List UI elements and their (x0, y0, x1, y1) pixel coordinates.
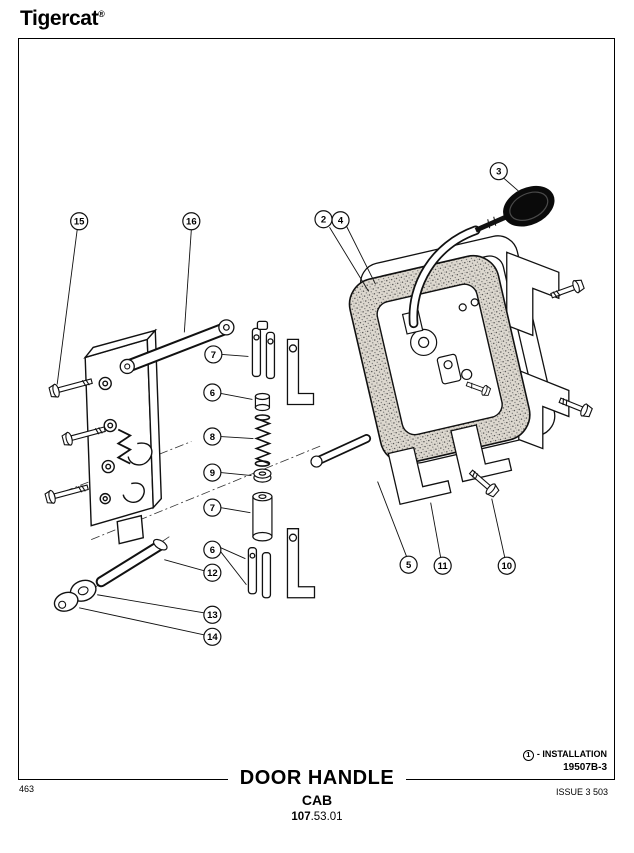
svg-text:11: 11 (438, 561, 449, 572)
callout-14: 14 (79, 607, 222, 646)
latch-lever (119, 319, 235, 375)
cylinder-7b (252, 491, 273, 542)
clips-6b (247, 547, 272, 599)
callout-5: 5 (377, 481, 418, 574)
svg-text:15: 15 (74, 217, 85, 228)
mount-bracket-lower-right (518, 369, 570, 450)
screw-15a (48, 378, 93, 398)
bracket-upper-stack (286, 338, 315, 406)
bolt-lower-right (558, 397, 593, 418)
svg-text:13: 13 (207, 610, 218, 621)
bolt-foot (468, 469, 500, 498)
figure-subtitle: CAB (301, 792, 333, 808)
bolt-upper-right (550, 279, 585, 299)
callout-15: 15 (56, 212, 89, 385)
brand-logo: Tigercat® (20, 7, 105, 31)
latch-mechanism-inner (410, 298, 479, 385)
spring-8 (254, 414, 272, 467)
callouts: 15 16 2 4 (56, 162, 521, 646)
callout-12: 12 (164, 559, 222, 582)
svg-text:4: 4 (338, 216, 344, 227)
callout-9: 9 (203, 463, 252, 482)
callout-3: 3 (489, 162, 521, 193)
exploded-parts-diagram: 15 16 2 4 (44, 162, 593, 646)
callout-10: 10 (491, 498, 516, 575)
figure-title-wrap: DOOR HANDLE (0, 767, 634, 790)
rod-assembly (53, 538, 168, 612)
screw-15b (61, 426, 106, 446)
svg-text:9: 9 (210, 468, 215, 479)
svg-text:6: 6 (210, 388, 215, 399)
section-number-bold: 107 (291, 811, 311, 823)
legend-label: - INSTALLATION (536, 749, 607, 760)
callout-6b: 6 (203, 540, 247, 586)
callout-7a: 7 (204, 345, 249, 364)
callout-11: 11 (430, 502, 452, 575)
issue-label: ISSUE 3 503 (555, 787, 608, 797)
legend-part-number: 19507B-3 (563, 762, 607, 773)
callout-6a: 6 (203, 383, 253, 402)
svg-text:14: 14 (207, 632, 218, 643)
washer-9 (253, 468, 272, 483)
svg-text:8: 8 (210, 432, 215, 443)
section-number-rest: .53.01 (310, 811, 343, 823)
mount-feet (387, 424, 513, 506)
section-number: 107.53.01 (0, 811, 634, 823)
callout-7b: 7 (203, 498, 251, 517)
handle-knob (503, 185, 555, 227)
bracket-lower-stack (286, 528, 316, 599)
svg-text:3: 3 (496, 167, 501, 178)
svg-text:12: 12 (207, 568, 218, 579)
diagram-frame: 15 16 2 4 (18, 38, 615, 780)
svg-text:5: 5 (406, 560, 412, 571)
brand-name: Tigercat (20, 7, 99, 30)
page-code: 463 (19, 784, 35, 794)
callout-13: 13 (97, 594, 222, 624)
screw-15c (44, 484, 89, 504)
svg-text:16: 16 (186, 217, 197, 228)
installation-legend: 1 - INSTALLATION 19507B-3 (522, 749, 607, 774)
spacer-6a (254, 392, 271, 412)
registered-mark: ® (98, 9, 105, 19)
svg-text:10: 10 (501, 561, 512, 572)
svg-text:6: 6 (210, 545, 215, 556)
handle-assembly (401, 185, 555, 335)
latch-arm (310, 434, 372, 468)
svg-text:7: 7 (210, 503, 215, 514)
link-clevis-upper (251, 320, 276, 380)
screw-latch-small (465, 381, 492, 396)
legend-callout-circle: 1 (522, 749, 534, 761)
latch-plate (83, 328, 163, 545)
svg-text:7: 7 (211, 350, 216, 361)
svg-text:2: 2 (321, 215, 326, 226)
callout-8: 8 (203, 427, 254, 446)
figure-title: DOOR HANDLE (227, 767, 407, 790)
callout-4: 4 (331, 211, 376, 285)
callout-16: 16 (182, 212, 201, 333)
